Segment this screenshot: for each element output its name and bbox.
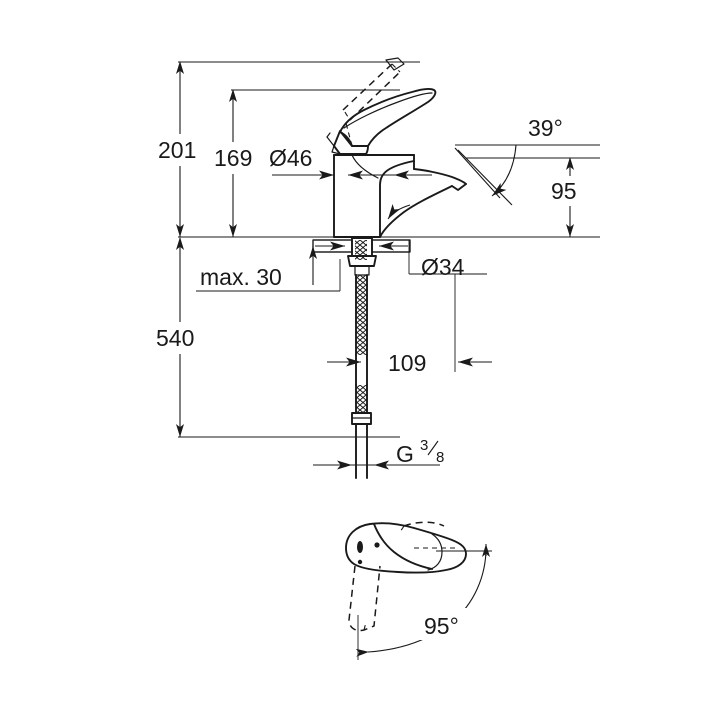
lever-swivel-detail-view: 95° bbox=[345, 521, 492, 660]
dimension-label-max30: max. 30 bbox=[200, 264, 282, 290]
dimension-label-95: 95 bbox=[551, 178, 577, 204]
dimension-hose-reach: 109 bbox=[327, 350, 492, 376]
dimension-spout-height: 169 bbox=[211, 89, 267, 237]
faucet-front-elevation bbox=[312, 57, 467, 479]
cartridge-cap bbox=[326, 122, 369, 155]
dimension-label-95deg: 95° bbox=[424, 613, 459, 639]
dimension-label-201: 201 bbox=[158, 137, 196, 163]
dimension-overall-height: 201 bbox=[155, 61, 211, 237]
dimension-body-diameter: Ø46 bbox=[269, 145, 412, 180]
dimension-label-109: 109 bbox=[388, 350, 426, 376]
lever-detail-body bbox=[345, 521, 467, 574]
dimension-label-thread-g: G bbox=[396, 441, 414, 467]
dimension-thread-size: G 3 8 bbox=[313, 437, 444, 470]
mixer-body bbox=[333, 154, 467, 238]
lever-raised-ghost bbox=[342, 57, 405, 121]
dimension-projection: 95 bbox=[548, 157, 594, 237]
dimension-tail-length: 540 bbox=[153, 237, 211, 437]
dimension-label-39deg: 39° bbox=[528, 115, 563, 141]
dimension-label-d34: Ø34 bbox=[421, 254, 465, 280]
dimension-label-thread-numerator: 3 bbox=[420, 437, 428, 454]
extension-lines bbox=[178, 61, 600, 438]
lever-handle bbox=[339, 88, 437, 147]
flexible-tail-hose bbox=[351, 240, 372, 479]
body-detail-arrows bbox=[387, 170, 432, 220]
dimension-label-d46: Ø46 bbox=[269, 145, 312, 171]
dimension-spout-angle: 39° bbox=[454, 115, 600, 206]
dimension-label-540: 540 bbox=[156, 325, 194, 351]
dimension-lever-swivel-angle: 95° bbox=[355, 544, 490, 657]
dimension-base-diameter: Ø34 bbox=[421, 254, 465, 280]
dimension-max-deck-thickness: max. 30 bbox=[200, 246, 317, 290]
dimension-label-thread-denominator: 8 bbox=[436, 449, 444, 466]
dimension-label-169: 169 bbox=[214, 145, 252, 171]
mounting-deck bbox=[312, 237, 411, 276]
lever-detail-stem-ghost bbox=[348, 565, 381, 660]
